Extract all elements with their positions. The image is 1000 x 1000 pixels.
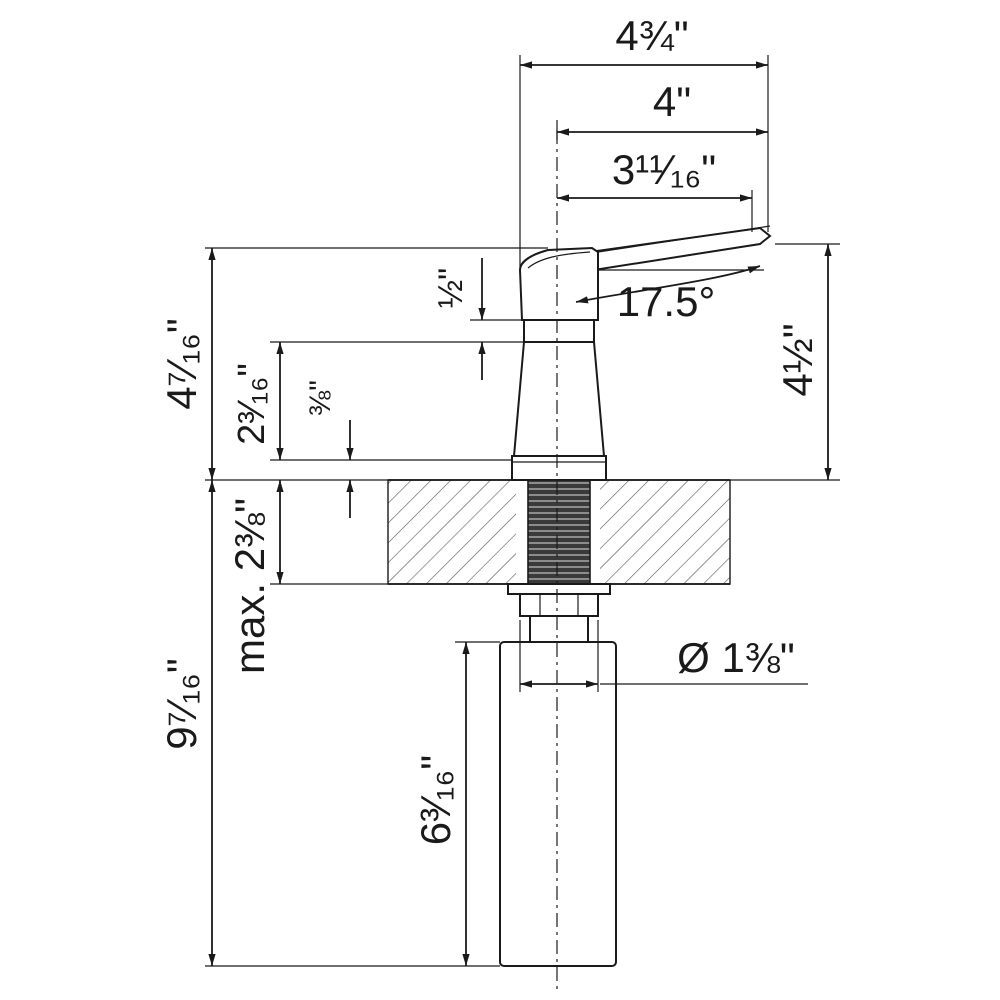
neck [523, 319, 595, 343]
threaded-shank [527, 479, 591, 585]
dispenser-stem [512, 341, 606, 457]
label-spout-tip-reach: 3¹¹⁄₁₆" [612, 146, 716, 193]
label-spout-angle: 17.5° [617, 278, 716, 325]
label-spout-height: 4½" [774, 323, 821, 396]
dispenser-body [499, 226, 772, 967]
base-ring [511, 455, 607, 481]
pump-head [518, 246, 599, 321]
label-height-above-counter: 4⁷⁄₁₆" [158, 318, 205, 410]
washer [507, 583, 611, 595]
bottle-cap [529, 615, 589, 643]
label-max-counter-thickness: max. 2⅜" [226, 498, 273, 674]
label-spout-reach: 4" [653, 78, 691, 125]
extension-lines [205, 55, 840, 967]
mounting-nut [519, 593, 599, 617]
label-total-height: 9⁷⁄₁₆" [158, 658, 205, 750]
soap-bottle [499, 641, 617, 967]
label-neck-height: 2³⁄₁₆" [231, 363, 273, 445]
label-bottle-height: 6³⁄₁₆" [412, 755, 459, 845]
label-head-height: ½" [432, 268, 470, 308]
label-overall-reach: 4¾" [615, 12, 688, 59]
dimension-labels: 4¾" 4" 3¹¹⁄₁₆" ½" 17.5° 4½" 4⁷⁄₁₆" 2³⁄₁₆… [158, 12, 821, 845]
dimension-lines [208, 61, 832, 966]
label-shank-diameter: Ø 1⅜" [677, 634, 795, 681]
label-base-height: ⅜" [304, 380, 337, 416]
